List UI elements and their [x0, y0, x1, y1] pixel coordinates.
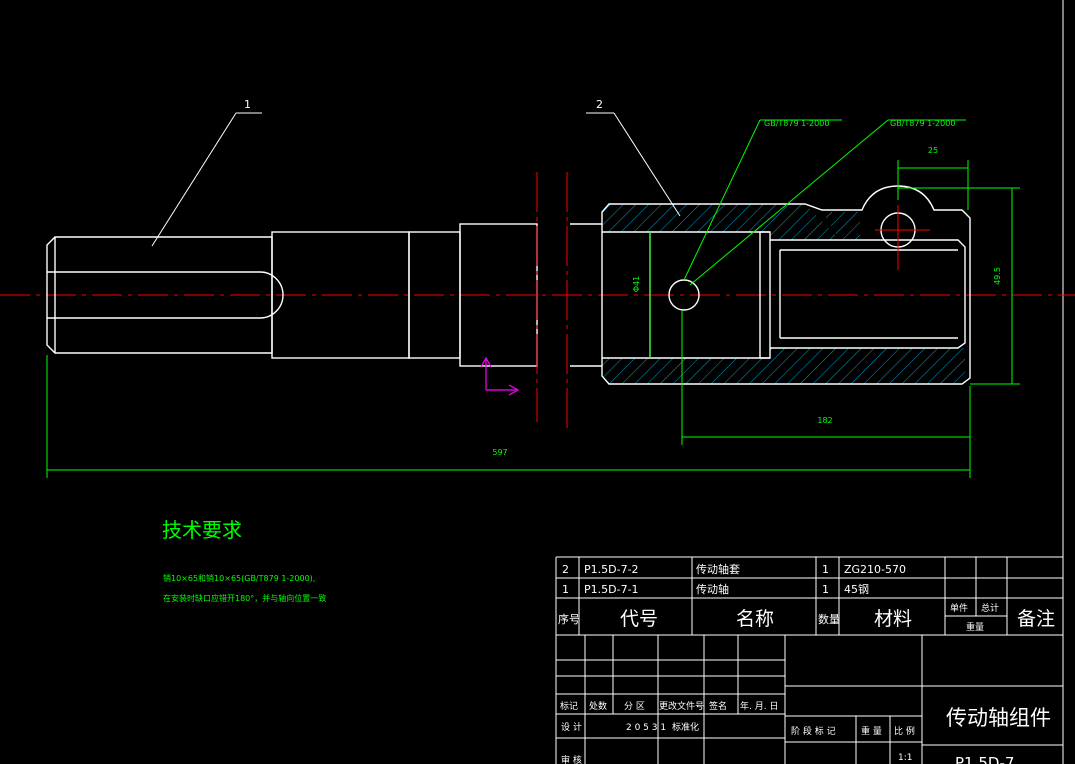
header-total: 总计	[981, 602, 999, 614]
header-material: 材料	[874, 608, 912, 630]
leader-label-1: 1	[244, 98, 251, 111]
design-date: 2 0 5 3 1	[626, 723, 666, 733]
dim-right-height: 49.5	[993, 267, 1002, 285]
review-label: 审 核	[561, 754, 582, 764]
bom-row-2-name: 传动轴套	[696, 562, 740, 576]
tech-requirements: 技术要求 销10×65和销10×65(GB/T879 1-2000), 在安装时…	[162, 518, 326, 603]
bom-row-2-no: 2	[562, 563, 569, 576]
ucs-icon	[480, 356, 520, 396]
scale-value: 1:1	[898, 753, 912, 763]
stage-scale: 比 例	[894, 725, 915, 737]
sleeve-part-2	[601, 185, 971, 385]
callout-right: GB/T879 1-2000	[890, 119, 955, 128]
header-weight: 重量	[966, 621, 984, 633]
std-label: 标准化	[672, 721, 699, 733]
sign-count: 处数	[589, 700, 607, 712]
dim-right-length: 182	[817, 416, 832, 425]
design-label: 设 计	[561, 721, 582, 733]
titleblock-text: 标记 处数 分 区 更改文件号 签名 年. 月. 日 设 计 2 0 5 3 1…	[560, 700, 1051, 764]
header-name: 名称	[736, 608, 774, 630]
shaft-part-1	[46, 223, 602, 367]
stage-mark: 阶 段 标 记	[791, 725, 836, 737]
sign-zone: 分 区	[624, 701, 645, 712]
header-code: 代号	[620, 608, 658, 630]
tech-line-2: 在安装时缺口应错开180°，并与轴向位置一致	[163, 593, 326, 603]
tech-line-1: 销10×65和销10×65(GB/T879 1-2000),	[163, 573, 315, 583]
bom-text: 2 P1.5D-7-2 传动轴套 1 ZG210-570 1 P1.5D-7-1…	[558, 562, 1055, 633]
bom-row-1-name: 传动轴	[696, 582, 729, 596]
sign-mark: 标记	[560, 700, 578, 712]
header-qty: 数量	[818, 613, 840, 626]
tech-title: 技术要求	[162, 518, 242, 542]
bom-row-2-code: P1.5D-7-2	[584, 563, 639, 576]
stage-weight: 重 量	[861, 725, 882, 737]
drawing-number: P1.5D-7	[955, 754, 1014, 764]
bom-row-2-material: ZG210-570	[844, 563, 906, 576]
dim-top-width: 25	[928, 146, 938, 155]
callout-left: GB/T879 1-2000	[764, 119, 829, 128]
dimensions: 597 182 25 49.5 Φ41 GB/T879 1-2000 GB/T8…	[46, 119, 1020, 478]
part-leaders: 1 2	[151, 98, 681, 247]
leader-label-2: 2	[596, 98, 603, 111]
bom-row-2-qty: 1	[822, 563, 829, 576]
bom-row-1-no: 1	[562, 583, 569, 596]
bom-row-1-material: 45钢	[844, 583, 869, 596]
header-unit: 单件	[950, 602, 968, 614]
dim-bore: Φ41	[632, 276, 641, 292]
sign-date: 年. 月. 日	[740, 700, 778, 712]
dim-total-length: 597	[492, 448, 507, 457]
sign-signature: 签名	[709, 700, 727, 712]
sign-changefile: 更改文件号	[659, 700, 704, 712]
title-block	[555, 556, 1063, 764]
bom-row-1-code: P1.5D-7-1	[584, 583, 639, 596]
bom-row-1-qty: 1	[822, 583, 829, 596]
header-no: 序号	[558, 612, 580, 626]
drawing-title: 传动轴组件	[946, 706, 1051, 730]
header-note: 备注	[1017, 608, 1055, 630]
